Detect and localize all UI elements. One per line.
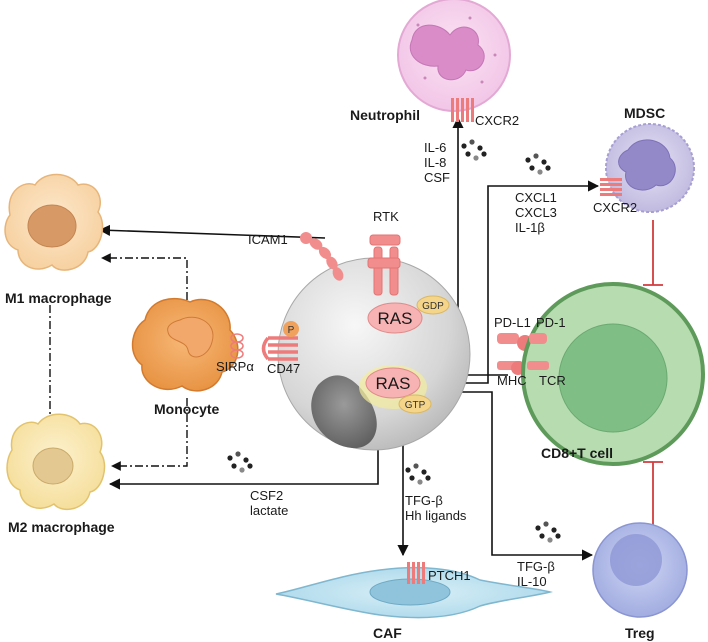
phosphate-icon [283, 321, 299, 337]
rtk-label: RTK [373, 209, 399, 224]
sirpa-label: SIRPα [216, 359, 254, 374]
m1-macrophage-label: M1 macrophage [5, 290, 112, 306]
pd1-label: PD-1 [536, 315, 566, 330]
treg-factor-1: TFG-β [517, 559, 555, 574]
caf-label: CAF [373, 625, 402, 641]
neutrophil-label: Neutrophil [350, 107, 420, 123]
arrow-to-m1 [98, 224, 326, 239]
gdp-label: GDP [422, 301, 444, 312]
cxcr2-neutrophil-label: CXCR2 [475, 113, 519, 128]
tcr-label: TCR [539, 373, 566, 388]
neutrophil-factor-1: IL-6 [424, 140, 446, 155]
pdl1-label: PD-L1 [494, 315, 531, 330]
cd8-t-cell-label: CD8+T cell [541, 445, 613, 461]
mdsc-label: MDSC [624, 105, 665, 121]
ras-top-label: RAS [378, 309, 413, 328]
m1-macrophage-cell [4, 173, 104, 271]
monocyte-to-m2 [111, 398, 188, 471]
mdsc-factor-3: IL-1β [515, 220, 545, 235]
neutrophil-factor-2: IL-8 [424, 155, 446, 170]
m2-macrophage-cell [6, 413, 106, 511]
ras-bottom: RAS GTP [359, 365, 432, 414]
inhibition-lines [643, 220, 663, 525]
pd1-tcr-complex [527, 333, 549, 370]
monocyte-label: Monocyte [154, 401, 220, 417]
treg-label: Treg [625, 625, 655, 641]
sirpa-receptor [230, 333, 244, 359]
gtp-label: GTP [405, 400, 426, 411]
icam1-molecule [300, 232, 344, 281]
ptch1-receptor [407, 562, 425, 584]
factor-dots-neutrophil [461, 139, 487, 161]
factor-dots-mdsc [525, 153, 551, 175]
treg-cell [592, 522, 688, 618]
mhc-label: MHC [497, 373, 527, 388]
mdsc-cell [605, 123, 695, 213]
neutrophil-cell [397, 0, 511, 112]
caf-cell [275, 566, 551, 619]
caf-factor-1: TFG-β [405, 493, 443, 508]
ras-bottom-label: RAS [376, 374, 411, 393]
caf-factor-2: Hh ligands [405, 508, 467, 523]
m2-macrophage-label: M2 macrophage [8, 519, 115, 535]
cxcr2-mdsc [600, 178, 622, 196]
factor-dots-treg [535, 521, 561, 543]
m2-factor-1: CSF2 [250, 488, 283, 503]
mdsc-factor-2: CXCL3 [515, 205, 557, 220]
tumor-nucleus [311, 375, 377, 449]
ptch1-label: PTCH1 [428, 568, 471, 583]
factor-dots-m2 [227, 451, 253, 473]
monocyte-to-m1 [101, 253, 188, 300]
treg-factor-2: IL-10 [517, 574, 547, 589]
cxcr2-neutrophil [451, 98, 474, 122]
icam1-label: ICAM1 [248, 232, 288, 247]
phosphate-label: P [288, 325, 295, 336]
neutrophil-factor-3: CSF [424, 170, 450, 185]
ras-top: RAS GDP [367, 295, 450, 334]
cxcr2-mdsc-label: CXCR2 [593, 200, 637, 215]
mdsc-factor-1: CXCL1 [515, 190, 557, 205]
monocyte-cell [131, 297, 239, 392]
cd8-t-cell [521, 282, 705, 466]
differentiation-lines [49, 253, 188, 471]
m2-factor-2: lactate [250, 503, 288, 518]
cd47-label: CD47 [267, 361, 300, 376]
factor-dots-caf [405, 463, 431, 485]
cd47-receptor [261, 336, 298, 361]
rtk-receptor [367, 234, 401, 296]
